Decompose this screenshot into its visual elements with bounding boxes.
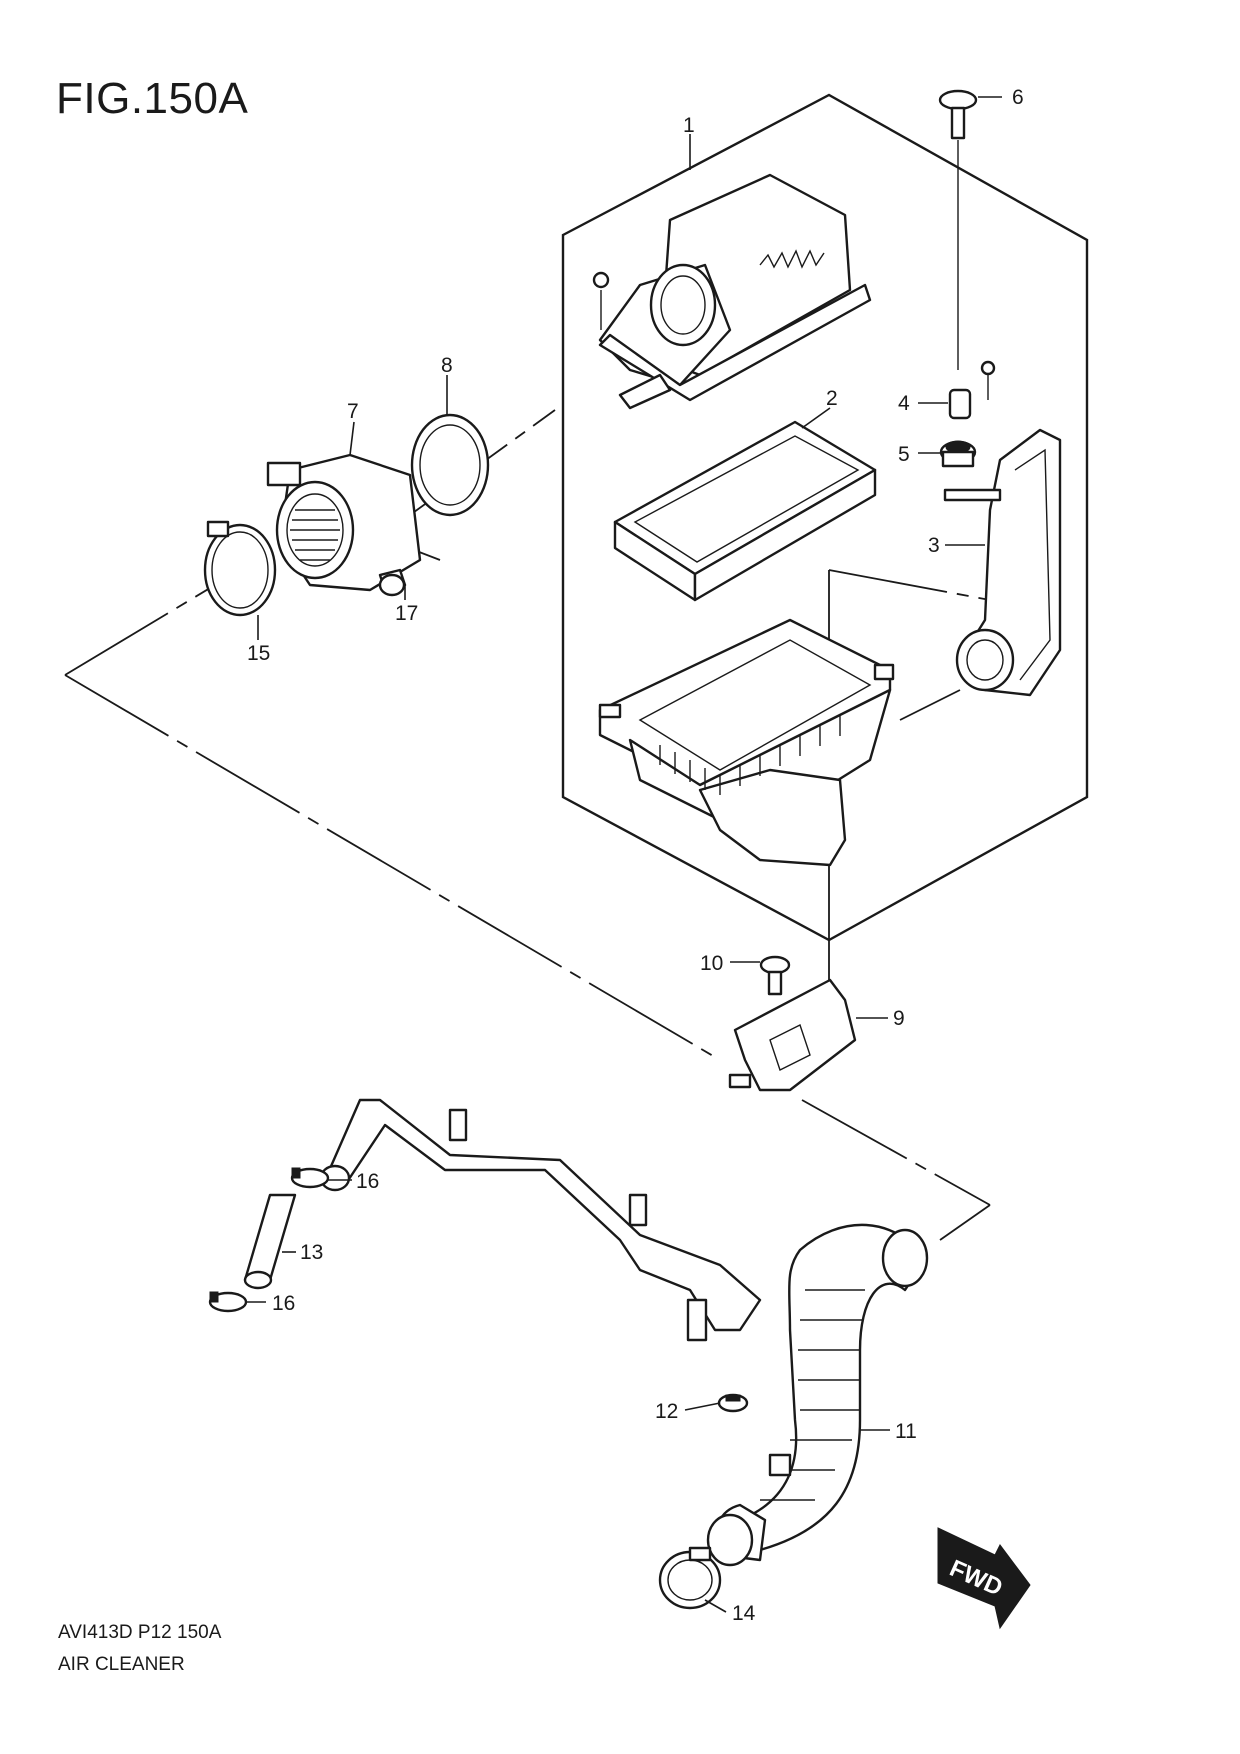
- callout-13: 13: [300, 1241, 323, 1264]
- air-cleaner-case: [598, 618, 895, 867]
- figure-title: FIG.150A: [56, 74, 249, 123]
- callout-2: 2: [826, 387, 838, 410]
- hose-clamp-large: [203, 520, 277, 617]
- alignment-lines: [64, 409, 991, 1241]
- callout-16-upper: 16: [356, 1170, 379, 1193]
- seal-ring: [410, 413, 490, 517]
- air-cleaner-cover: [592, 173, 872, 410]
- document-code: AVI413D P12 150A: [58, 1622, 222, 1643]
- callout-4: 4: [898, 392, 910, 415]
- bolt-10: [759, 955, 791, 996]
- filter-element: [613, 420, 877, 602]
- leader-lines: [246, 96, 1002, 1613]
- fwd-arrow-icon: FWD: [937, 1527, 1031, 1630]
- callout-labels: 1 2 3 4 5 6 7 8 9 10 11 12 13 14 15 16 1…: [247, 86, 1024, 1625]
- bolt-top: [938, 89, 978, 370]
- collar: [948, 388, 972, 420]
- hose-13: [243, 1193, 297, 1290]
- callout-6: 6: [1012, 86, 1024, 109]
- callout-5: 5: [898, 443, 910, 466]
- bolt-17: [378, 568, 407, 597]
- clip-16-lower: [208, 1291, 248, 1313]
- callout-9: 9: [893, 1007, 905, 1030]
- hose-clamp-14: [658, 1546, 722, 1610]
- callout-14: 14: [732, 1602, 756, 1625]
- breather-pipe: [319, 1098, 762, 1342]
- assembly-frame: [561, 93, 1089, 942]
- callout-11: 11: [895, 1420, 917, 1443]
- callout-8: 8: [441, 354, 453, 377]
- intake-hose: [706, 1223, 929, 1567]
- bracket: [728, 978, 857, 1092]
- callout-15: 15: [247, 642, 270, 665]
- callout-7: 7: [347, 400, 359, 423]
- callout-17: 17: [395, 602, 418, 625]
- air-flow-sensor: [266, 453, 422, 592]
- clip-16-upper: [290, 1167, 330, 1189]
- callout-1: 1: [683, 114, 695, 137]
- screw-small: [980, 360, 996, 400]
- clip-12: [717, 1393, 749, 1413]
- intake-duct: [943, 428, 1062, 697]
- document-name: AIR CLEANER: [58, 1654, 185, 1675]
- callout-16-lower: 16: [272, 1292, 295, 1315]
- grommet: [939, 440, 977, 468]
- callout-3: 3: [928, 534, 940, 557]
- callout-10: 10: [700, 952, 723, 975]
- callout-12: 12: [655, 1400, 678, 1423]
